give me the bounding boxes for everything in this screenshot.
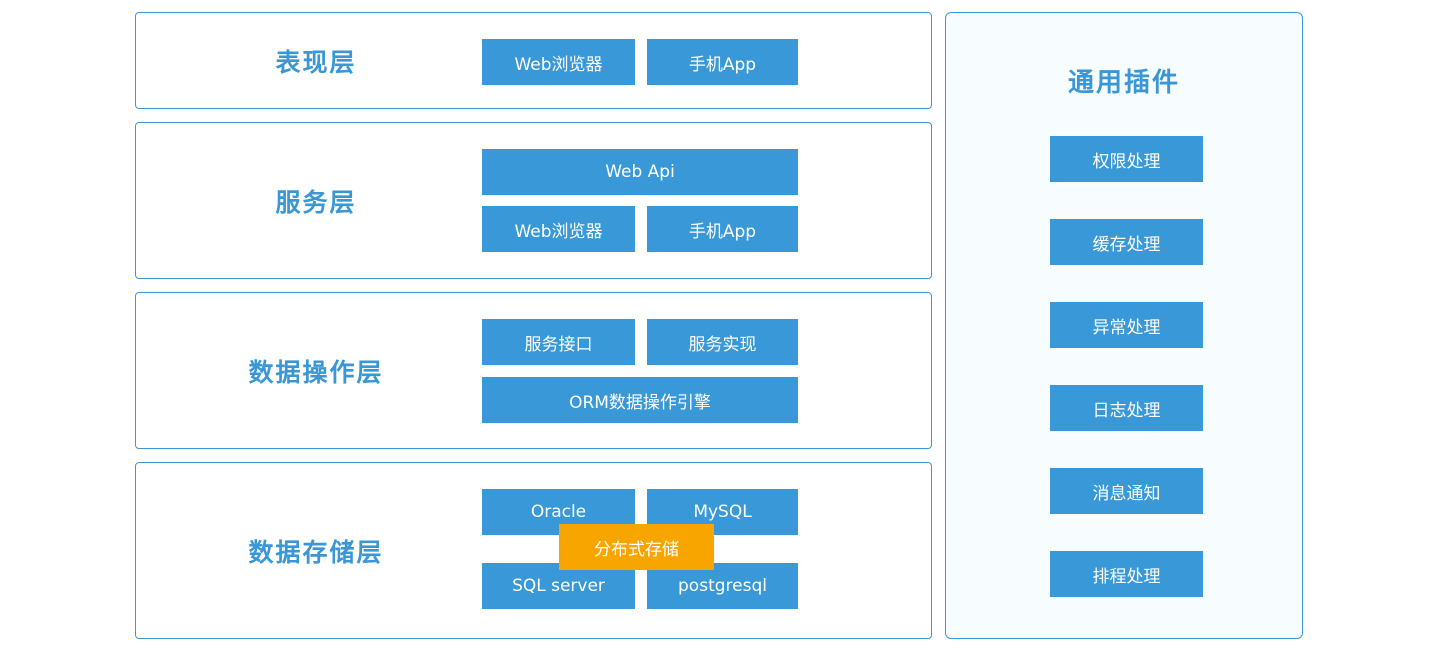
- block-distributed-storage: 分布式存储: [559, 524, 714, 570]
- plugin-block-notification: 消息通知: [1050, 468, 1203, 514]
- layer-title-service: 服务层: [275, 187, 357, 217]
- plugin-block-log: 日志处理: [1050, 385, 1203, 431]
- layer-title-data-storage: 数据存储层: [248, 537, 384, 567]
- layer-box-data-storage: 数据存储层 Oracle MySQL SQL server postgresql…: [135, 462, 932, 639]
- layer-title-data-operation: 数据操作层: [248, 357, 384, 387]
- block-web-api: Web Api: [482, 149, 798, 195]
- block-sql-server: SQL server: [482, 563, 635, 609]
- layer-box-service: 服务层 Web Api Web浏览器 手机App: [135, 122, 932, 279]
- block-web-browser: Web浏览器: [482, 206, 635, 252]
- plugin-block-exception: 异常处理: [1050, 302, 1203, 348]
- plugin-block-schedule: 排程处理: [1050, 551, 1203, 597]
- block-oracle: Oracle: [482, 489, 635, 535]
- block-mobile-app: 手机App: [647, 39, 798, 85]
- plugins-panel: 通用插件 权限处理 缓存处理 异常处理 日志处理 消息通知 排程处理: [945, 12, 1303, 639]
- layer-box-data-operation: 数据操作层 服务接口 服务实现 ORM数据操作引擎: [135, 292, 932, 449]
- plugins-panel-title: 通用插件: [1067, 68, 1180, 98]
- block-mobile-app: 手机App: [647, 206, 798, 252]
- block-postgresql: postgresql: [647, 563, 798, 609]
- plugin-block-permission: 权限处理: [1050, 136, 1203, 182]
- layer-title-presentation: 表现层: [275, 47, 357, 77]
- block-web-browser: Web浏览器: [482, 39, 635, 85]
- plugin-block-cache: 缓存处理: [1050, 219, 1203, 265]
- block-orm-engine: ORM数据操作引擎: [482, 377, 798, 423]
- layer-box-presentation: 表现层 Web浏览器 手机App: [135, 12, 932, 109]
- block-service-interface: 服务接口: [482, 319, 635, 365]
- block-service-implementation: 服务实现: [647, 319, 798, 365]
